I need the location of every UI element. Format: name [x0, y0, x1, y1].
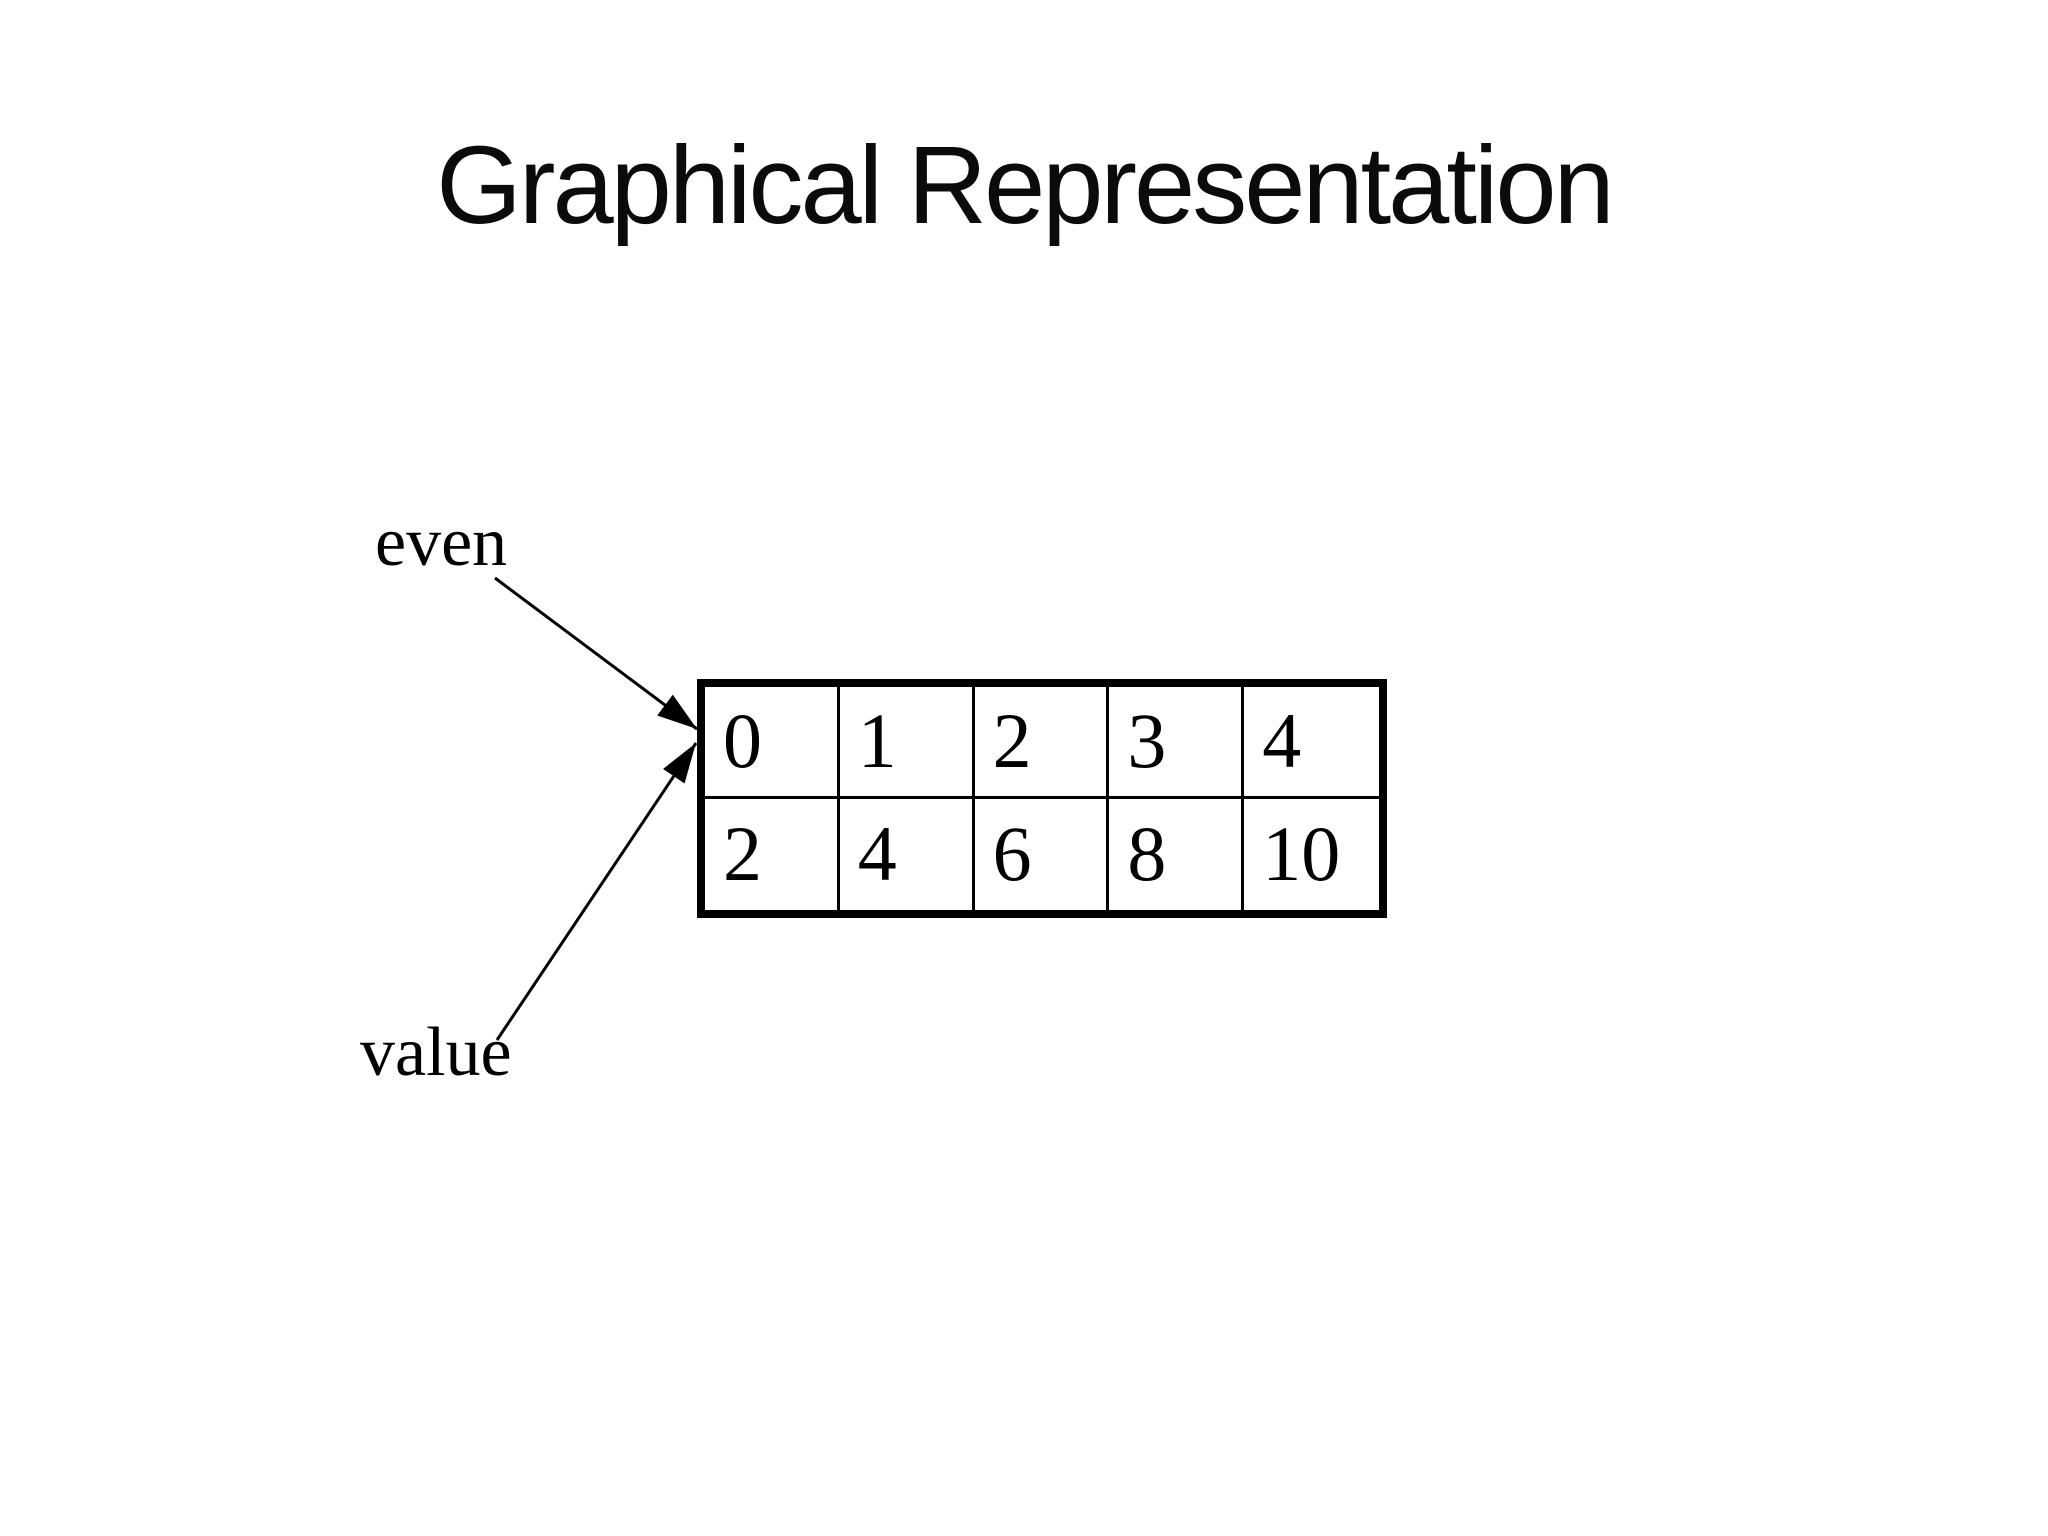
- value-cell-3: 8: [1109, 798, 1245, 910]
- value-cell-0: 2: [705, 798, 840, 910]
- slide-title: Graphical Representation: [436, 124, 1614, 247]
- even-arrow: [494, 576, 698, 731]
- value-arrow: [495, 742, 698, 1041]
- even-label: even: [375, 504, 508, 581]
- array-table: 0 1 2 3 4 2 4 6 8 10: [697, 679, 1387, 918]
- index-cell-1: 1: [839, 687, 975, 799]
- value-cell-1: 4: [840, 798, 975, 910]
- index-cell-3: 3: [1109, 687, 1245, 799]
- index-cell-2: 2: [974, 687, 1110, 799]
- value-cell-2: 6: [975, 798, 1110, 910]
- value-label: value: [360, 1014, 512, 1091]
- index-cell-0: 0: [705, 687, 840, 799]
- value-cell-4: 10: [1262, 810, 1341, 898]
- index-cell-4: 4: [1244, 687, 1379, 799]
